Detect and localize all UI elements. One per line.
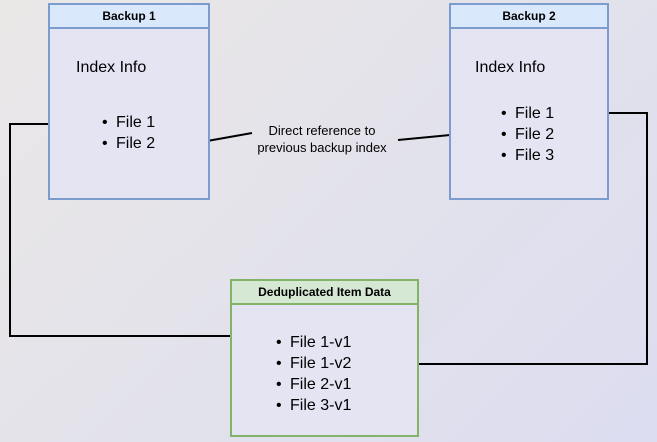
list-item: File 2-v1	[276, 374, 351, 395]
backup1-body: Index Info File 1 File 2	[50, 29, 208, 198]
list-item: File 1	[501, 103, 554, 124]
backup2-header: Backup 2	[451, 5, 607, 29]
backup2-file-list: File 1 File 2 File 3	[497, 103, 554, 166]
list-item: File 1-v2	[276, 353, 351, 374]
direct-reference-line-2: previous backup index	[257, 140, 387, 155]
backup1-box[interactable]: Backup 1 Index Info File 1 File 2	[48, 3, 210, 200]
list-item: File 2	[501, 124, 554, 145]
list-item: File 3	[501, 145, 554, 166]
backup2-box[interactable]: Backup 2 Index Info File 1 File 2 File 3	[449, 3, 609, 200]
direct-reference-line-1: Direct reference to	[268, 123, 376, 138]
list-item: File 1-v1	[276, 332, 351, 353]
list-item: File 3-v1	[276, 395, 351, 416]
backup1-index-info-label: Index Info	[76, 59, 147, 76]
dedup-header: Deduplicated Item Data	[232, 281, 417, 305]
direct-reference-annotation: Direct reference to previous backup inde…	[248, 122, 396, 156]
list-item: File 1	[102, 112, 155, 133]
backup2-body: Index Info File 1 File 2 File 3	[451, 29, 607, 198]
list-item: File 2	[102, 133, 155, 154]
backup2-index-info-label: Index Info	[475, 59, 546, 76]
dedup-body: File 1-v1 File 1-v2 File 2-v1 File 3-v1	[232, 305, 417, 435]
backup1-header: Backup 1	[50, 5, 208, 29]
backup1-file-list: File 1 File 2	[98, 112, 155, 154]
dedup-box[interactable]: Deduplicated Item Data File 1-v1 File 1-…	[230, 279, 419, 437]
dedup-file-list: File 1-v1 File 1-v2 File 2-v1 File 3-v1	[272, 332, 351, 416]
